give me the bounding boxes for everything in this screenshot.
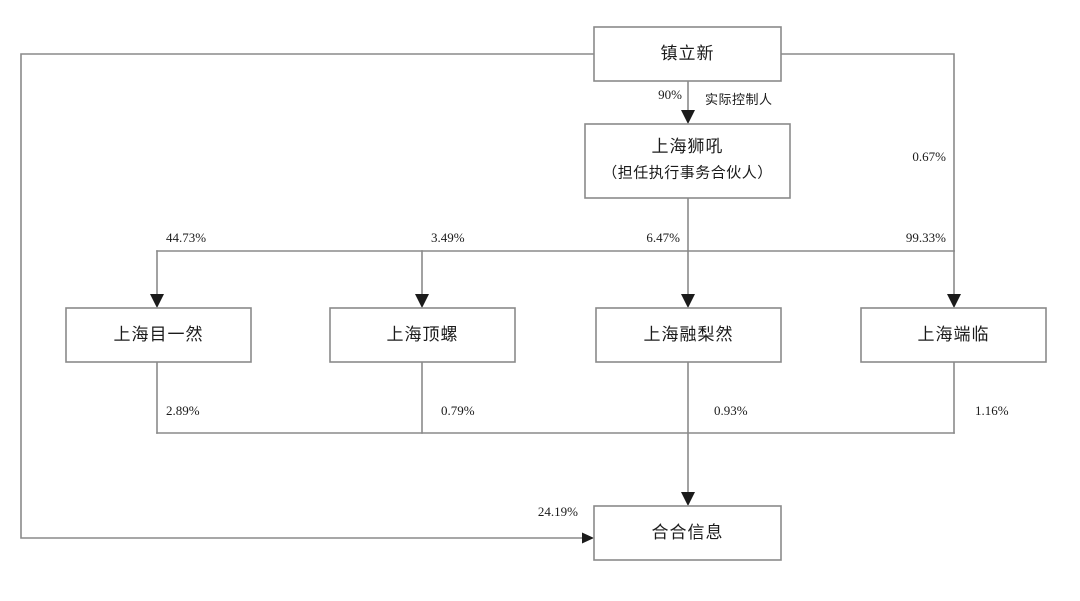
arrowhead-gp-to-holding2 — [415, 294, 429, 308]
arrowhead-holdings-to-target — [681, 492, 695, 506]
edge-label-holding3-to-target: 0.93% — [714, 403, 748, 418]
edge-controller-to-holding4-line — [780, 53, 955, 252]
node-target[interactable]: 合合信息 — [593, 505, 782, 561]
arrowhead-controller-to-target — [582, 532, 594, 544]
edge-label-controller-to-target: 24.19% — [538, 504, 578, 519]
node-holding4-box — [860, 307, 1047, 363]
node-gp-label: 上海狮吼 — [652, 137, 724, 156]
edge-label-holding2-to-target: 0.79% — [441, 403, 475, 418]
edge-label-controller-to-holding4: 0.67% — [912, 149, 946, 164]
node-holding3-box — [595, 307, 782, 363]
edge-label-controller-role: 实际控制人 — [705, 92, 773, 107]
node-controller[interactable]: 镇立新 — [593, 26, 782, 82]
node-holding2-box — [329, 307, 516, 363]
edge-label-controller-to-gp: 90% — [658, 87, 682, 102]
node-holding4[interactable]: 上海端临 — [860, 307, 1047, 363]
edge-label-holding4-to-target: 1.16% — [975, 403, 1009, 418]
node-holding4-label: 上海端临 — [918, 325, 990, 344]
arrowhead-gp-to-holding4 — [947, 294, 961, 308]
node-controller-label: 镇立新 — [661, 44, 715, 63]
arrowhead-gp-to-holding3 — [681, 294, 695, 308]
arrowhead-gp-to-holding1 — [150, 294, 164, 308]
node-target-label: 合合信息 — [652, 523, 724, 542]
node-holding1-box — [65, 307, 252, 363]
node-gp-sublabel: （担任执行事务合伙人） — [602, 164, 773, 181]
arrowhead-controller-to-gp — [681, 110, 695, 124]
edge-label-holding1-to-target: 2.89% — [166, 403, 200, 418]
edge-label-gp-to-holding2: 3.49% — [431, 230, 465, 245]
edge-label-gp-to-holding3: 6.47% — [646, 230, 680, 245]
node-holding2[interactable]: 上海顶螺 — [329, 307, 516, 363]
edge-label-gp-to-holding4: 99.33% — [906, 230, 946, 245]
edge-controller-to-target-line — [20, 53, 595, 539]
node-holding1-label: 上海目一然 — [114, 325, 204, 344]
node-gp[interactable]: 上海狮吼 （担任执行事务合伙人） — [584, 123, 791, 199]
node-holding3[interactable]: 上海融梨然 — [595, 307, 782, 363]
node-target-box — [593, 505, 782, 561]
node-gp-box — [584, 123, 791, 199]
node-holding1[interactable]: 上海目一然 — [65, 307, 252, 363]
node-holding3-label: 上海融梨然 — [644, 325, 734, 344]
node-controller-box — [593, 26, 782, 82]
node-holding2-label: 上海顶螺 — [387, 325, 459, 344]
edge-label-gp-to-holding1: 44.73% — [166, 230, 206, 245]
